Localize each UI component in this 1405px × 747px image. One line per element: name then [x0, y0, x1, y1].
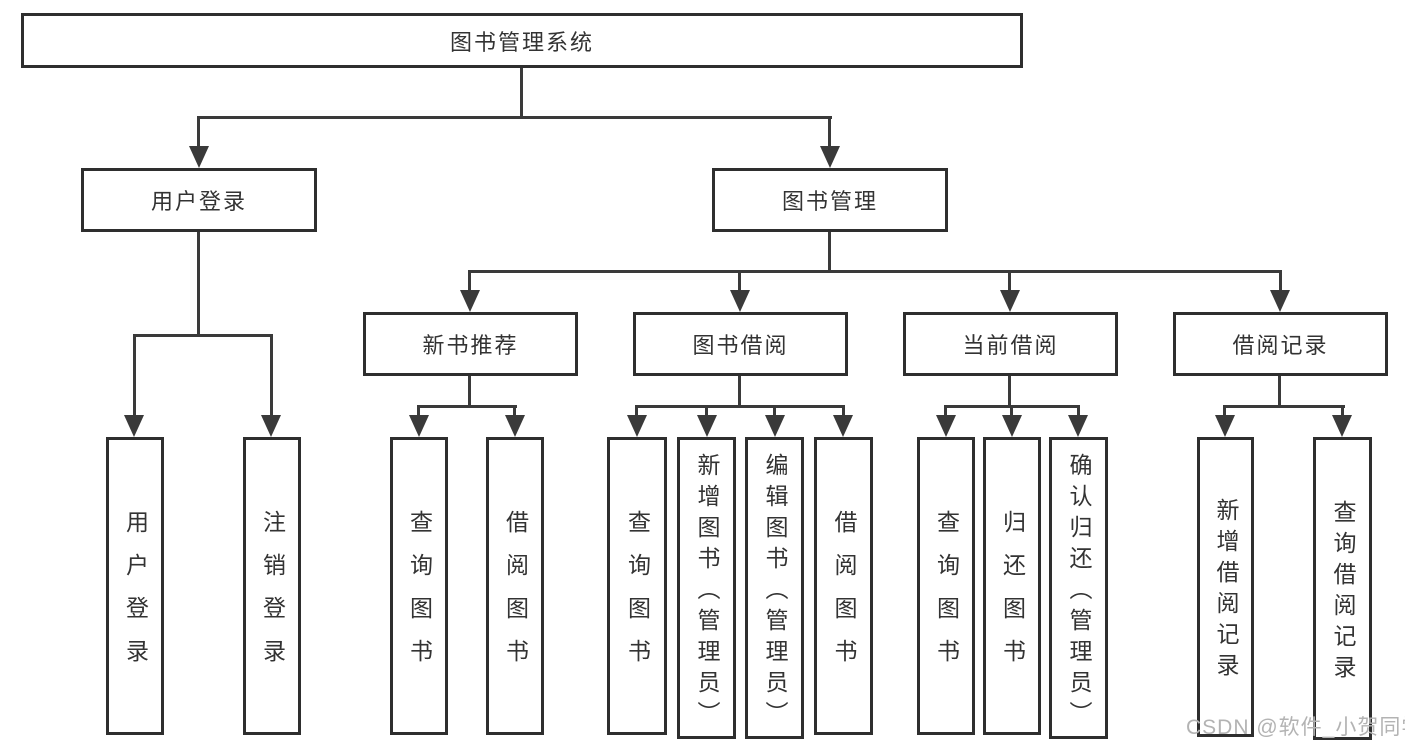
connector-stub-leaf [417, 405, 420, 419]
arrow-down-icon [1270, 290, 1290, 312]
leaf-add-borrow-record-label: 新增借阅记录 [1213, 498, 1239, 684]
connector-stem-book-mgmt [828, 232, 831, 272]
connector-stub-book-mgmt [828, 116, 831, 149]
connector-stub-leaf [944, 405, 947, 419]
connector-stub-user-login [197, 116, 200, 149]
leaf-logout-box: 注销登录 [243, 437, 301, 735]
node-book-borrow-box: 图书借阅 [633, 312, 848, 376]
connector-bar-book-borrow-group [635, 405, 845, 408]
root-node-label: 图书管理系统 [449, 29, 594, 55]
connector-stub-book-borrow [738, 270, 741, 292]
connector-stem-book-borrow-group [738, 376, 741, 407]
arrow-down-icon [505, 415, 525, 437]
connector-stub-leaf [635, 405, 638, 419]
arrow-down-icon [730, 290, 750, 312]
leaf-query-borrow-record-label: 查询借阅记录 [1330, 499, 1356, 686]
connector-stem-current-borrow-group [1008, 376, 1011, 407]
connector-stub-leaf [1010, 405, 1013, 419]
leaf-borrow-books2-box: 借阅图书 [814, 437, 873, 735]
csdn-watermark: CSDN @软件_小贺同学 [1186, 716, 1405, 739]
arrow-down-icon [1332, 415, 1352, 437]
connector-stub-borrow-record [1279, 270, 1282, 292]
leaf-query-books-label: 查询图书 [406, 510, 433, 682]
leaf-borrow-books-label: 借阅图书 [502, 510, 529, 682]
node-current-borrow-label: 当前借阅 [962, 333, 1059, 358]
node-user-login-label: 用户登录 [150, 189, 247, 214]
connector-stub-leaf [773, 405, 776, 419]
arrow-down-icon [697, 415, 717, 437]
node-book-borrow-label: 图书借阅 [692, 333, 789, 358]
arrow-down-icon [189, 146, 209, 168]
node-new-book-recommend-label: 新书推荐 [422, 333, 519, 358]
leaf-confirm-return-admin-label: 确认归还（管理员） [1066, 452, 1092, 732]
leaf-query-books2-box: 查询图书 [607, 437, 667, 735]
leaf-borrow-books2-label: 借阅图书 [831, 510, 857, 682]
connector-stem-user-login-group [197, 232, 200, 336]
connector-stub-leaf [270, 334, 273, 418]
arrow-down-icon [820, 146, 840, 168]
arrow-down-icon [627, 415, 647, 437]
node-user-login-box: 用户登录 [81, 168, 317, 232]
connector-bar-level2 [197, 116, 832, 119]
leaf-query-borrow-record-box: 查询借阅记录 [1313, 437, 1372, 740]
connector-stub-leaf [1077, 405, 1080, 419]
node-book-management-box: 图书管理 [712, 168, 948, 232]
leaf-confirm-return-admin-box: 确认归还（管理员） [1049, 437, 1108, 739]
node-borrow-record-label: 借阅记录 [1232, 333, 1329, 358]
leaf-return-books-box: 归还图书 [983, 437, 1041, 735]
leaf-return-books-label: 归还图书 [999, 510, 1026, 682]
leaf-query-books3-label: 查询图书 [933, 510, 960, 682]
arrow-down-icon [1000, 290, 1020, 312]
arrow-down-icon [460, 290, 480, 312]
connector-stub-new-book [468, 270, 471, 292]
connector-stub-leaf [705, 405, 708, 419]
connector-stem-new-book-group [468, 376, 471, 407]
arrow-down-icon [765, 415, 785, 437]
leaf-user-login-label: 用户登录 [122, 510, 149, 682]
arrow-down-icon [1068, 415, 1088, 437]
connector-stub-leaf [133, 334, 136, 418]
arrow-down-icon [409, 415, 429, 437]
leaf-logout-label: 注销登录 [259, 510, 286, 682]
connector-stem-borrow-record-group [1278, 376, 1281, 407]
arrow-down-icon [124, 415, 144, 437]
arrow-down-icon [936, 415, 956, 437]
leaf-user-login-box: 用户登录 [106, 437, 164, 735]
connector-stub-leaf [842, 405, 845, 419]
leaf-edit-book-admin-label: 编辑图书（管理员） [762, 452, 788, 732]
arrow-down-icon [1215, 415, 1235, 437]
leaf-add-book-admin-label: 新增图书（管理员） [694, 452, 720, 732]
node-book-management-label: 图书管理 [781, 189, 878, 214]
arrow-down-icon [833, 415, 853, 437]
arrow-down-icon [1002, 415, 1022, 437]
connector-bar-new-book-group [417, 405, 517, 408]
leaf-query-books3-box: 查询图书 [917, 437, 975, 735]
leaf-edit-book-admin-box: 编辑图书（管理员） [745, 437, 804, 739]
connector-stem-root [520, 68, 523, 118]
leaf-query-books2-label: 查询图书 [624, 510, 651, 682]
node-current-borrow-box: 当前借阅 [903, 312, 1118, 376]
root-node-box: 图书管理系统 [21, 13, 1023, 68]
connector-stub-leaf [1341, 405, 1344, 419]
connector-bar-borrow-record-group [1223, 405, 1345, 408]
node-new-book-recommend-box: 新书推荐 [363, 312, 578, 376]
connector-stub-current-borrow [1008, 270, 1011, 292]
node-borrow-record-box: 借阅记录 [1173, 312, 1388, 376]
leaf-borrow-books-box: 借阅图书 [486, 437, 544, 735]
leaf-query-books-box: 查询图书 [390, 437, 448, 735]
connector-stub-leaf [1223, 405, 1226, 419]
connector-bar-user-login-group [133, 334, 273, 337]
leaf-add-book-admin-box: 新增图书（管理员） [677, 437, 736, 739]
leaf-add-borrow-record-box: 新增借阅记录 [1197, 437, 1254, 737]
connector-bar-level3 [468, 270, 1282, 273]
arrow-down-icon [261, 415, 281, 437]
connector-stub-leaf [513, 405, 516, 419]
